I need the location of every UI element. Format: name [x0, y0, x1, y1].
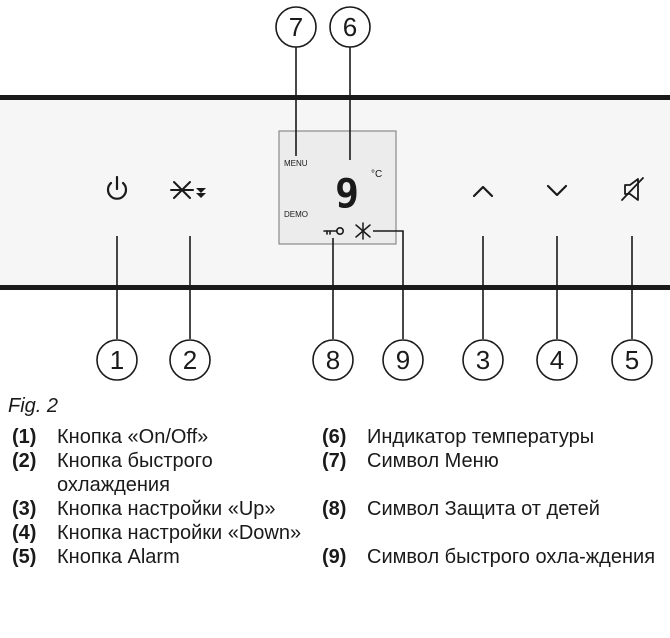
legend-item: (1) Кнопка «On/Off» — [12, 425, 302, 449]
legend-text: Индикатор температуры — [367, 426, 595, 448]
legend-item: (4) Кнопка настройки «Down» — [12, 521, 302, 545]
legend-number: (9) — [322, 546, 347, 568]
legend-text: Кнопка настройки «Down» — [57, 522, 302, 544]
legend-item: (7) Символ Меню — [322, 449, 670, 473]
callout-8: 8 — [312, 339, 354, 381]
alarm-mute-icon[interactable] — [621, 177, 644, 201]
svg-text:7: 7 — [289, 12, 303, 42]
chevron-down-icon[interactable] — [546, 184, 568, 197]
legend-number: (1) — [12, 426, 37, 448]
demo-symbol: DEMO — [284, 210, 308, 219]
legend-number: (8) — [322, 498, 347, 520]
power-icon[interactable] — [106, 175, 128, 200]
display-window — [278, 130, 397, 245]
callout-4: 4 — [536, 339, 578, 381]
legend-item: (6) Индикатор температуры — [322, 425, 670, 449]
legend-left: (1) Кнопка «On/Off» (2) Кнопка быстрого … — [12, 425, 302, 569]
legend-item: (3) Кнопка настройки «Up» — [12, 497, 302, 521]
temperature-digit: 9 — [335, 171, 359, 217]
figure-caption: Fig. 2 — [8, 395, 59, 417]
legend-number: (5) — [12, 546, 37, 568]
callout-6: 6 — [329, 6, 371, 48]
callout-7: 7 — [275, 6, 317, 48]
callout-1: 1 — [96, 339, 138, 381]
svg-text:8: 8 — [326, 345, 340, 375]
svg-text:2: 2 — [183, 345, 197, 375]
svg-text:5: 5 — [625, 345, 639, 375]
svg-text:1: 1 — [110, 345, 124, 375]
legend-number: (6) — [322, 426, 347, 448]
callout-5: 5 — [611, 339, 653, 381]
legend-item: (8) Символ Защита от детей — [322, 497, 670, 521]
menu-symbol: MENU — [284, 159, 308, 168]
legend-text: Символ Меню — [367, 450, 499, 472]
chevron-up-icon[interactable] — [472, 185, 494, 198]
legend-item: (5) Кнопка Alarm — [12, 545, 302, 569]
legend-text: Символ Защита от детей — [367, 498, 600, 520]
legend-item: (9) Символ быстрого охла-ждения — [322, 545, 670, 569]
callout-3: 3 — [462, 339, 504, 381]
svg-text:4: 4 — [550, 345, 564, 375]
control-panel-diagram: MENU DEMO 9 °C — [0, 6, 670, 381]
svg-text:6: 6 — [343, 12, 357, 42]
legend-text: Символ быстрого охла-ждения — [367, 546, 656, 568]
legend-right: (6) Индикатор температуры (7) Символ Мен… — [322, 425, 670, 569]
legend-number: (2) — [12, 450, 37, 472]
temperature-unit: °C — [371, 169, 382, 180]
legend-number: (3) — [12, 498, 37, 520]
legend-item: (2) Кнопка быстрого охлаждения — [12, 449, 302, 497]
svg-text:9: 9 — [396, 345, 410, 375]
super-cool-icon[interactable] — [170, 181, 206, 199]
callout-2: 2 — [169, 339, 211, 381]
legend-text: Кнопка настройки «Up» — [57, 498, 276, 520]
panel-top-edge — [0, 95, 670, 100]
legend-number: (7) — [322, 450, 347, 472]
legend-text: Кнопка Alarm — [57, 546, 180, 568]
svg-text:3: 3 — [476, 345, 490, 375]
callout-9: 9 — [382, 339, 424, 381]
legend-text: Кнопка быстрого охлаждения — [57, 450, 213, 496]
leader-9 — [373, 230, 404, 339]
key-icon — [323, 227, 344, 236]
legend-text: Кнопка «On/Off» — [57, 426, 209, 448]
snowflake-icon — [355, 222, 371, 240]
panel-bottom-edge — [0, 285, 670, 290]
legend-number: (4) — [12, 522, 37, 544]
